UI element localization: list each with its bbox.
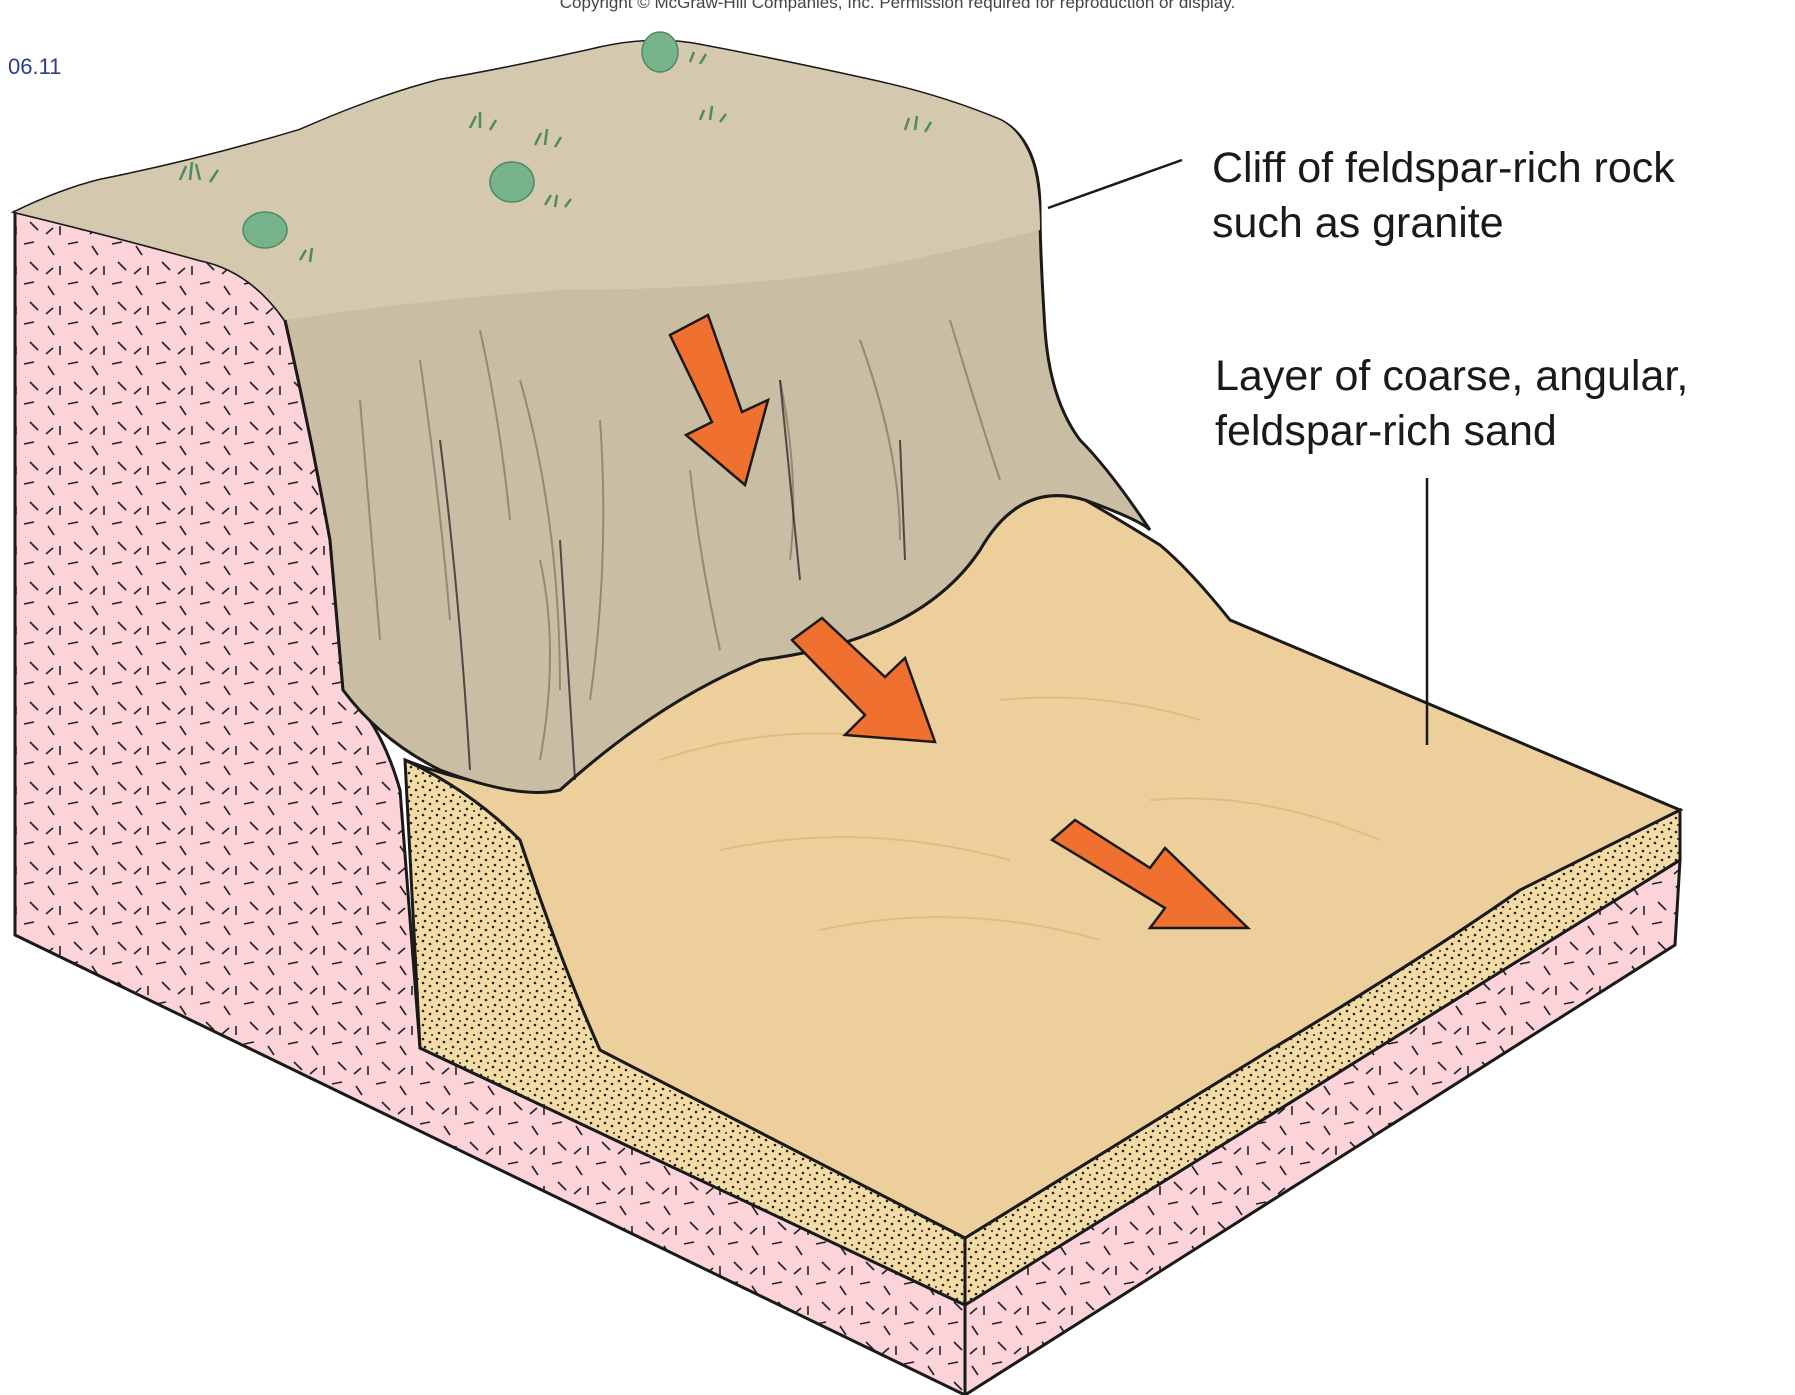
sand-label: Layer of coarse, angular, feldspar-rich … — [1215, 352, 1700, 455]
cliff-leader-line — [1048, 160, 1182, 208]
cliff-label: Cliff of feldspar-rich rock such as gran… — [1212, 144, 1687, 247]
